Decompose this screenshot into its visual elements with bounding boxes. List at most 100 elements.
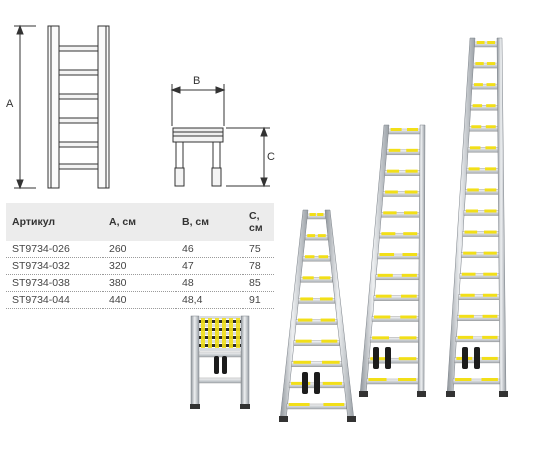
- rung-latch: [404, 190, 418, 194]
- cell-c: 78: [243, 257, 274, 275]
- rung-latch: [475, 62, 484, 66]
- rung-latch: [459, 314, 474, 318]
- table-row: ST9734-038 380 48 85: [6, 274, 274, 292]
- collapsed-rung: [199, 348, 241, 351]
- ladder-rung: [474, 41, 498, 48]
- ladder-rung: [198, 377, 242, 384]
- cell-b: 48: [176, 274, 243, 292]
- rung-latch: [321, 339, 338, 343]
- ladder-foot: [347, 416, 356, 422]
- ladder-photo-large: [446, 37, 508, 397]
- rung-latch: [377, 273, 393, 277]
- rung-latch: [486, 104, 496, 108]
- rung-latch: [322, 360, 340, 364]
- rung-latch: [481, 356, 498, 360]
- ladder-strap: [314, 372, 320, 394]
- rung-latch: [322, 381, 342, 385]
- rung-latch: [400, 315, 417, 319]
- cell-c: 75: [243, 241, 274, 258]
- dimension-a: [14, 24, 36, 190]
- rung-latch: [482, 293, 498, 297]
- collapsed-rung: [199, 328, 241, 331]
- rung-latch: [317, 234, 326, 238]
- ladder-strap: [474, 347, 480, 369]
- rung-latch: [406, 148, 418, 152]
- rung-latch: [485, 125, 496, 129]
- rung-latch: [208, 318, 212, 348]
- rung-latch: [471, 125, 482, 129]
- cell-c: 85: [243, 274, 274, 292]
- rung-latch: [373, 315, 391, 319]
- rung-latch: [381, 232, 396, 236]
- table-row: ST9734-026 260 46 75: [6, 241, 274, 258]
- rung-latch: [385, 190, 398, 194]
- rung-latch: [319, 297, 333, 301]
- ladder-strap: [462, 347, 468, 369]
- rung-latch: [485, 146, 496, 150]
- rung-latch: [483, 251, 497, 255]
- ladder-foot: [417, 391, 426, 397]
- rung-latch: [318, 255, 329, 259]
- ladder-strap: [385, 347, 391, 369]
- table-row: ST9734-032 320 47 78: [6, 257, 274, 275]
- rung-latch: [368, 378, 387, 381]
- dimension-c: [226, 126, 270, 188]
- rung-latch: [379, 253, 395, 256]
- cell-b: 47: [176, 257, 243, 275]
- ladder-rail: [417, 124, 426, 396]
- rung-latch: [485, 167, 497, 171]
- rung-latch: [372, 336, 390, 340]
- cell-b: 46: [176, 241, 243, 258]
- rung-latch: [370, 357, 388, 361]
- cell-article: ST9734-038: [6, 274, 103, 292]
- rung-latch: [304, 255, 315, 259]
- ladder-rung: [293, 340, 340, 346]
- ladder-rung: [375, 274, 420, 281]
- rung-latch: [469, 146, 481, 150]
- rung-latch: [295, 339, 312, 343]
- ladder-rung: [286, 403, 347, 410]
- rung-latch: [487, 41, 496, 44]
- ladder-rung: [379, 232, 420, 239]
- side-view-drawing: [172, 127, 224, 187]
- ladder-rung: [291, 361, 342, 367]
- cell-a: 380: [103, 274, 176, 292]
- rung-latch: [455, 378, 472, 381]
- rung-latch: [465, 209, 478, 213]
- header-b: B, см: [182, 216, 210, 228]
- rung-latch: [222, 318, 226, 348]
- rung-latch: [482, 335, 498, 339]
- dimension-b-label: B: [193, 75, 200, 87]
- ladder-rung: [470, 104, 498, 111]
- cell-a: 440: [103, 291, 176, 309]
- ladder-rung: [377, 253, 420, 260]
- ladder-rung: [458, 294, 500, 300]
- collapsed-rung: [199, 324, 241, 327]
- ladder-rung: [456, 315, 500, 322]
- collapsed-rung: [199, 316, 241, 319]
- ladder-foot: [499, 391, 508, 397]
- rung-latch: [319, 276, 331, 280]
- rung-latch: [483, 230, 497, 234]
- cell-c: 91: [243, 291, 274, 309]
- ladder-strap: [373, 347, 379, 369]
- rung-latch: [320, 318, 335, 322]
- rung-latch: [484, 209, 497, 213]
- ladder-rung: [381, 212, 420, 218]
- rung-latch: [403, 232, 418, 236]
- rung-latch: [302, 276, 314, 280]
- ladder-rung: [388, 128, 421, 135]
- table-row: ST9734-044 440 48,4 91: [6, 291, 274, 309]
- rung-latch: [291, 381, 311, 385]
- rung-latch: [401, 273, 417, 277]
- ladder-strap: [214, 356, 219, 374]
- ladder-rung: [369, 337, 419, 343]
- rung-latch: [402, 253, 418, 256]
- header-a: A, см: [109, 216, 137, 228]
- ladder-rung: [371, 316, 419, 322]
- header-c: C, см: [249, 210, 263, 234]
- ladder-rung: [473, 62, 498, 69]
- ladder-rung: [452, 378, 501, 385]
- collapsed-rung: [199, 336, 241, 339]
